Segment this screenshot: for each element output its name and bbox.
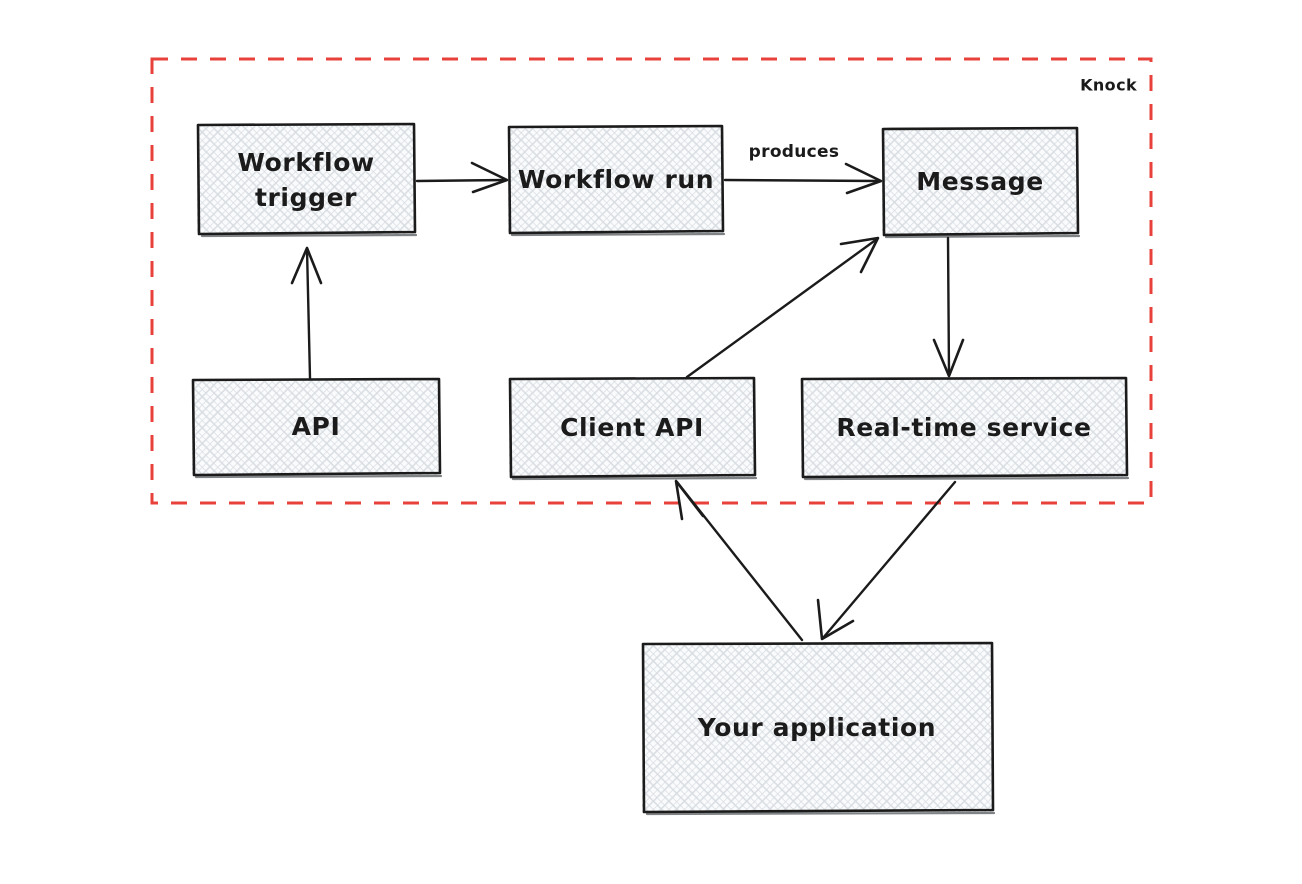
edge-run-to-message-line [723, 178, 882, 183]
knock-boundary-label: Knock [1080, 76, 1137, 95]
edge-trigger-to-run [415, 161, 509, 194]
workflow-run-label: Workflow run [518, 165, 714, 194]
workflow-run-fill [508, 126, 723, 233]
edge-run-to-message-arrowhead [844, 162, 883, 195]
your-application-label: Your application [697, 713, 936, 742]
edge-run-to-message: produces [723, 142, 883, 195]
client-api-label: Client API [560, 413, 704, 442]
knock-boundary-dashed-rect [150, 57, 1153, 505]
edge-trigger-to-run-arrowhead [470, 161, 509, 194]
edge-api-to-trigger [290, 246, 323, 380]
client-api-border [508, 376, 757, 479]
real-time-service-fill [801, 378, 1127, 477]
edge-client-api-to-message-arrowhead [839, 236, 880, 274]
api-fill [192, 379, 440, 475]
edge-run-to-message-label: produces [749, 142, 840, 162]
message-border [881, 126, 1080, 237]
node-message[interactable]: Message [881, 126, 1081, 239]
real-time-service-shadow [803, 476, 1130, 481]
message-label: Message [916, 167, 1044, 196]
real-time-service-border [800, 376, 1129, 479]
workflow-trigger-label-line1: Workflow [237, 148, 374, 177]
node-workflow-trigger[interactable]: Workflow trigger [196, 122, 418, 238]
edge-message-to-real-time [932, 236, 965, 378]
edge-message-to-real-time-line [946, 236, 951, 377]
message-shadow [884, 234, 1081, 239]
edge-message-to-real-time-arrowhead [932, 338, 965, 378]
edge-app-to-client-api-arrowhead [674, 479, 705, 521]
api-label: API [292, 412, 341, 441]
edge-app-to-client-api [674, 479, 804, 642]
workflow-trigger-shadow [200, 233, 418, 238]
client-api-fill [509, 378, 755, 477]
node-workflow-run[interactable]: Workflow run [507, 124, 726, 237]
workflow-run-border [507, 124, 725, 235]
api-shadow [194, 474, 443, 479]
your-application-border [641, 641, 995, 814]
api-border [191, 377, 442, 477]
workflow-trigger-border [196, 122, 417, 236]
node-api[interactable]: API [191, 377, 443, 479]
edge-real-time-to-app [816, 480, 957, 641]
real-time-service-label: Real-time service [836, 413, 1091, 442]
edge-real-time-to-app-line [821, 480, 957, 640]
client-api-shadow [511, 476, 758, 481]
message-fill [882, 128, 1078, 235]
node-real-time-service[interactable]: Real-time service [800, 376, 1130, 481]
edge-client-api-to-message-line [685, 237, 879, 379]
your-application-fill [642, 643, 993, 812]
edge-api-to-trigger-line [305, 247, 312, 380]
edge-client-api-to-message [685, 236, 880, 379]
node-your-application[interactable]: Your application [641, 641, 996, 816]
node-client-api[interactable]: Client API [508, 376, 758, 481]
edge-trigger-to-run-line [415, 178, 508, 183]
edge-real-time-to-app-arrowhead [816, 598, 855, 641]
your-application-shadow [645, 811, 996, 816]
edge-api-to-trigger-arrowhead [290, 246, 323, 285]
knock-boundary-group: Knock [150, 57, 1153, 505]
workflow-trigger-label-line2: trigger [255, 183, 357, 212]
workflow-trigger-fill [197, 124, 415, 234]
workflow-run-shadow [510, 232, 726, 237]
